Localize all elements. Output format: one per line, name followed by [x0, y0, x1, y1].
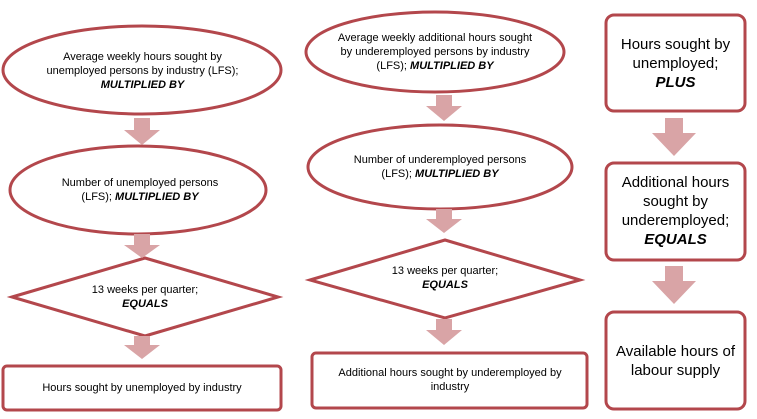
arrow-down-icon [652, 118, 696, 156]
c1-ellipse-1 [1, 24, 283, 116]
c2-box4-text: Additional hours sought by underemployed… [338, 367, 562, 393]
c1-rect [1, 364, 283, 412]
arrow-down-icon [124, 234, 160, 258]
c1-box3-text: 13 weeks per quarter;EQUALS [91, 284, 199, 310]
c1-diamond [6, 256, 284, 338]
c2-diamond [304, 238, 586, 320]
c2-rect [310, 351, 589, 410]
c3-box3-text: Available hours of labour supply [616, 343, 735, 379]
arrow-down-icon [426, 319, 462, 345]
c2-ellipse-1 [304, 10, 566, 94]
arrow-down-icon [124, 336, 160, 359]
c2-box3-text: 13 weeks per quarter;EQUALS [391, 265, 499, 291]
c2-box1-text: Average weekly additional hours sought b… [337, 32, 533, 72]
c3-rect-1 [604, 13, 747, 113]
c3-rect-2 [604, 161, 747, 262]
arrows [124, 95, 696, 359]
c1-box4-text: Hours sought by unemployed by industry [42, 382, 242, 394]
c1-box1-text: Average weekly hours sought by unemploye… [46, 51, 239, 91]
arrow-down-icon [124, 118, 160, 145]
arrow-down-icon [426, 95, 462, 121]
c2-box2-text: Number of underemployed persons (LFS); M… [353, 154, 527, 180]
arrow-down-icon [426, 209, 462, 233]
c1-box2-text: Number of unemployed persons (LFS); MULT… [61, 177, 219, 203]
c3-rect-3 [604, 310, 747, 411]
c3-box1-text: Hours sought by unemployed;PLUS [620, 35, 731, 91]
c3-box2-text: Additional hours sought by underemployed… [621, 174, 730, 248]
arrow-down-icon [652, 266, 696, 304]
